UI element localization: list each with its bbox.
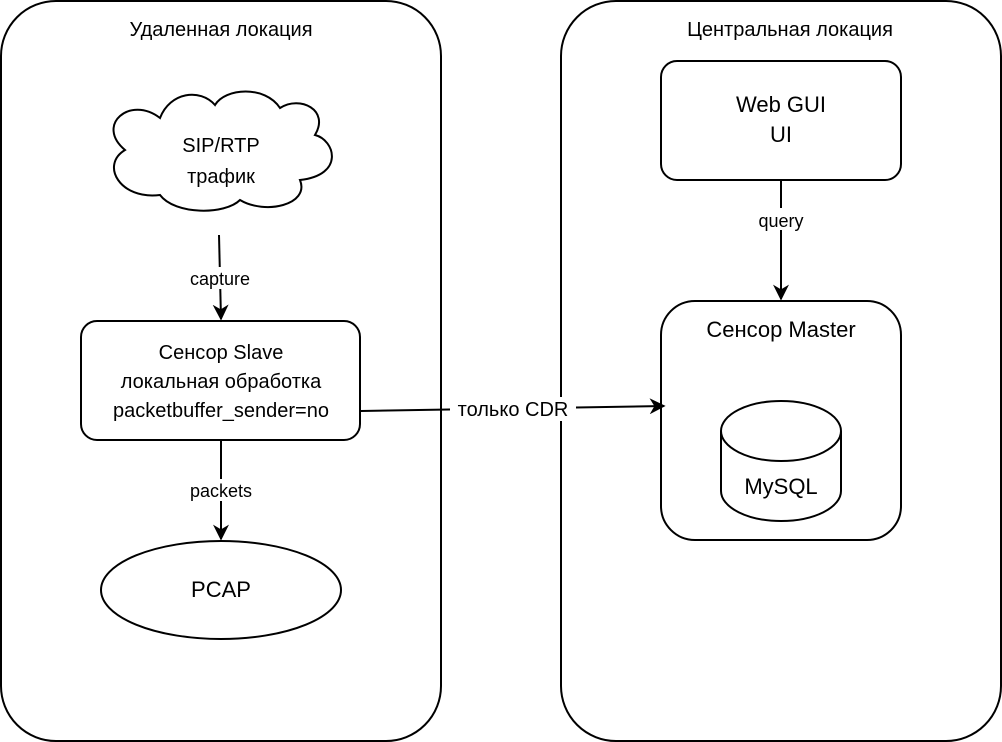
edge-packets-label: packets <box>190 481 252 501</box>
node-traffic-cloud[interactable]: SIP/RTP трафик <box>112 90 333 212</box>
edge-query[interactable]: query <box>750 181 812 301</box>
edge-cdr[interactable]: только CDR <box>360 397 666 421</box>
slave-label-line1: Сенсор Slave <box>159 342 284 364</box>
node-web-gui[interactable]: Web GUI UI <box>660 60 902 181</box>
pcap-label: PCAP <box>191 577 251 602</box>
slave-label-line2: локальная обработка <box>121 371 322 393</box>
edge-query-label: query <box>758 211 803 231</box>
webgui-label-line1: Web GUI <box>736 92 826 117</box>
edge-capture-label: capture <box>190 269 250 289</box>
node-slave-sensor[interactable]: Сенсор Slave локальная обработка packetb… <box>80 320 361 441</box>
node-mysql[interactable]: MySQL <box>720 400 842 522</box>
edge-packets[interactable]: packets <box>180 441 262 541</box>
node-pcap[interactable]: PCAP <box>100 540 342 640</box>
edge-capture[interactable]: capture <box>180 234 260 321</box>
container-remote-title: Удаленная локация <box>129 19 312 41</box>
slave-label-line3: packetbuffer_sender=no <box>113 400 329 422</box>
webgui-label-line2: UI <box>770 122 792 147</box>
master-label: Сенсор Master <box>706 317 855 342</box>
edge-cdr-label: только CDR <box>458 399 569 421</box>
mysql-label: MySQL <box>744 474 817 499</box>
traffic-label-line1: SIP/RTP <box>182 135 259 157</box>
container-central-title: Центральная локация <box>687 19 893 41</box>
traffic-label-line2: трафик <box>187 166 255 188</box>
cloud-icon <box>112 90 333 212</box>
